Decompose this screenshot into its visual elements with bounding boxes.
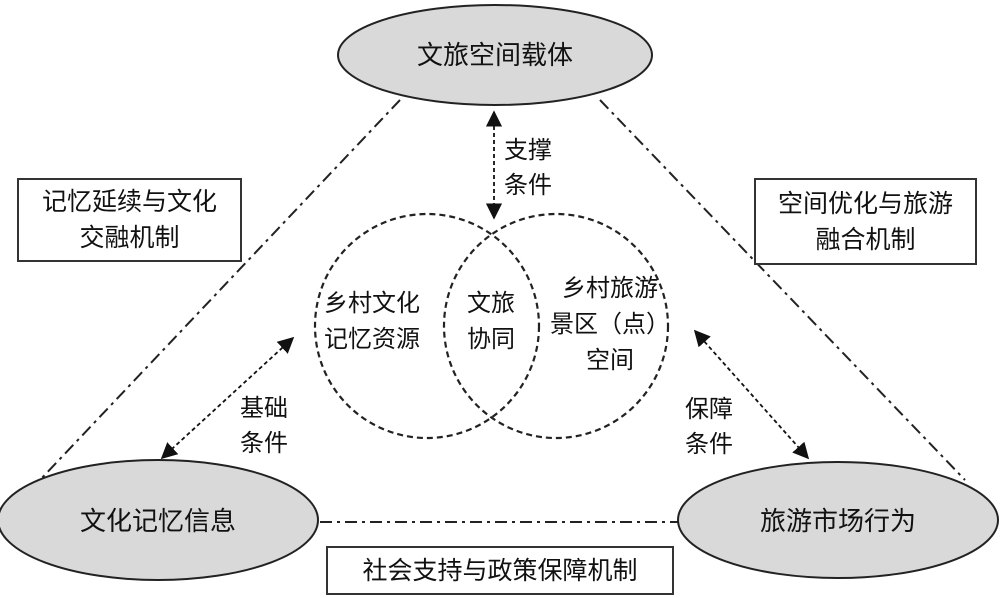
node-right-ellipse [677, 461, 999, 579]
venn-circle-right [442, 212, 670, 440]
circle-right-line-2: 景区（点） [550, 310, 670, 338]
node-left-label: 文化记忆信息 [80, 507, 236, 537]
mechanism-right-line-2: 融合机制 [815, 224, 916, 254]
mechanism-box-bottom: 社会支持与政策保障机制 [326, 546, 674, 595]
mechanism-left-line-1: 记忆延续与文化 [41, 187, 217, 216]
arrow-top-label-2: 条件 [504, 171, 552, 199]
mechanism-left-line-2: 交融机制 [79, 223, 180, 252]
mechanism-bottom-label: 社会支持与政策保障机制 [362, 555, 638, 585]
arrow-left-foundation [160, 336, 295, 460]
circle-center-line-1: 文旅 [467, 289, 515, 317]
node-right-label: 旅游市场行为 [760, 507, 916, 537]
edge-top-left [39, 99, 401, 481]
circle-right-line-3: 空间 [586, 346, 634, 374]
mechanism-box-left: 记忆延续与文化 交融机制 [17, 178, 242, 262]
arrow-right-label-1: 保障 [685, 395, 733, 423]
arrow-left-label-2: 条件 [240, 429, 288, 457]
mechanism-box-right: 空间优化与旅游 融合机制 [754, 178, 977, 265]
arrow-top-label-1: 支撑 [504, 136, 552, 164]
node-left-ellipse [0, 459, 319, 581]
arrow-left-label-1: 基础 [240, 394, 288, 422]
mechanism-right-line-1: 空间优化与旅游 [777, 188, 953, 218]
circle-right-line-1: 乡村旅游 [562, 274, 658, 302]
node-top-ellipse [337, 4, 653, 106]
venn-circle-left [313, 212, 541, 440]
circle-left-line-2: 记忆资源 [324, 325, 420, 353]
circle-left-line-1: 乡村文化 [324, 289, 420, 317]
node-top-label: 文旅空间载体 [417, 41, 573, 71]
arrow-right-guarantee [693, 329, 810, 460]
circle-center-line-2: 协同 [467, 325, 515, 353]
arrow-right-label-2: 条件 [685, 430, 733, 458]
